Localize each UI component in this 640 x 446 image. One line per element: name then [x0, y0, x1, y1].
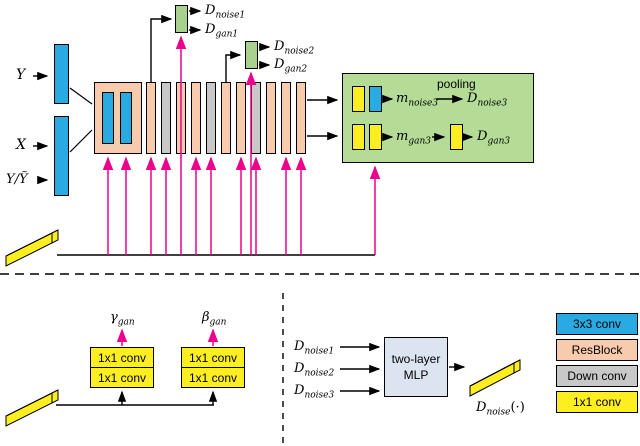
mlp-line1: two-layer — [391, 352, 441, 366]
resblock-bar — [191, 82, 201, 154]
legend-label: Down conv — [567, 369, 627, 383]
legend-label: ResBlock — [571, 343, 623, 357]
legend-resblock: ResBlock — [556, 339, 638, 361]
gamma-gan-label: γgan — [110, 310, 135, 328]
resblock-bar — [221, 82, 231, 154]
d-noise-output-label: Dnoise(·) — [476, 400, 525, 418]
downconv-bar — [161, 82, 171, 154]
gamma-feature-rod — [5, 389, 59, 427]
pool-row1-conv-blue — [369, 86, 382, 112]
mlp-input-d-noise3: Dnoise3 — [294, 383, 335, 401]
pool-row2-conv-yellow-2 — [369, 124, 382, 150]
resblock-bar — [176, 82, 186, 154]
mlp-input-d-noise1: Dnoise1 — [294, 339, 335, 357]
legend-down-conv: Down conv — [556, 365, 638, 387]
d-gan2-label: Dgan2 — [274, 57, 308, 75]
noise-output-rod — [469, 359, 521, 397]
backbone-to-pooling-arrows — [307, 95, 339, 141]
legend-1x1-conv: 1x1 conv — [556, 391, 638, 413]
m-gan3-label: mgan3 — [396, 129, 431, 147]
inner-conv-block-1 — [102, 92, 114, 144]
resblock-bar — [296, 82, 306, 154]
legend-3x3-conv: 3x3 conv — [556, 313, 638, 335]
pool-row2-conv-yellow-1 — [352, 124, 365, 150]
branch2-head-block — [245, 41, 258, 69]
resblock-bar — [236, 82, 246, 154]
mlp-line2: MLP — [403, 368, 429, 382]
conv-label: 1x1 conv — [188, 370, 238, 385]
d-noise3-label: Dnoise3 — [467, 91, 508, 109]
input-label-y: Y — [16, 67, 26, 83]
m-noise3-label: mnoise3 — [396, 91, 439, 109]
backbone-bars — [146, 82, 306, 154]
branch1-head-block — [175, 5, 188, 33]
downconv-bar — [206, 82, 216, 154]
d-noise1-label: Dnoise1 — [205, 3, 246, 21]
beta-conv-top: 1x1 conv — [181, 347, 245, 368]
d-gan1-label: Dgan1 — [205, 22, 239, 40]
input-label-y-ytilde: Y/Ỹ — [6, 172, 28, 187]
d-gan3-label: Dgan3 — [477, 129, 511, 147]
noise-feature-rod-top — [5, 229, 59, 267]
gamma-conv-top: 1x1 conv — [90, 347, 154, 368]
inner-conv-block-2 — [120, 92, 132, 144]
resblock-bar — [281, 82, 291, 154]
input-conv-block-y — [54, 44, 69, 104]
beta-conv-bottom: 1x1 conv — [181, 367, 245, 388]
conv-label: 1x1 conv — [97, 370, 147, 385]
pool-row1-conv-yellow — [352, 86, 365, 112]
legend-label: 1x1 conv — [572, 395, 622, 409]
downconv-bar — [251, 82, 261, 154]
pool-row2-conv-yellow-3 — [450, 124, 463, 150]
pooling-label: pooling — [437, 77, 476, 91]
beta-gan-label: βgan — [202, 310, 227, 328]
mlp-input-d-noise2: Dnoise2 — [294, 361, 335, 379]
gamma-conv-bottom: 1x1 conv — [90, 367, 154, 388]
d-noise2-label: Dnoise2 — [274, 39, 315, 57]
input-conv-block-x — [54, 116, 69, 196]
input-label-x: X — [16, 137, 26, 153]
conv-label: 1x1 conv — [97, 350, 147, 365]
resblock-bar — [146, 82, 156, 154]
legend-label: 3x3 conv — [572, 317, 622, 331]
conv-label: 1x1 conv — [188, 350, 238, 365]
two-layer-mlp-box: two-layer MLP — [384, 337, 448, 397]
resblock-bar — [266, 82, 276, 154]
